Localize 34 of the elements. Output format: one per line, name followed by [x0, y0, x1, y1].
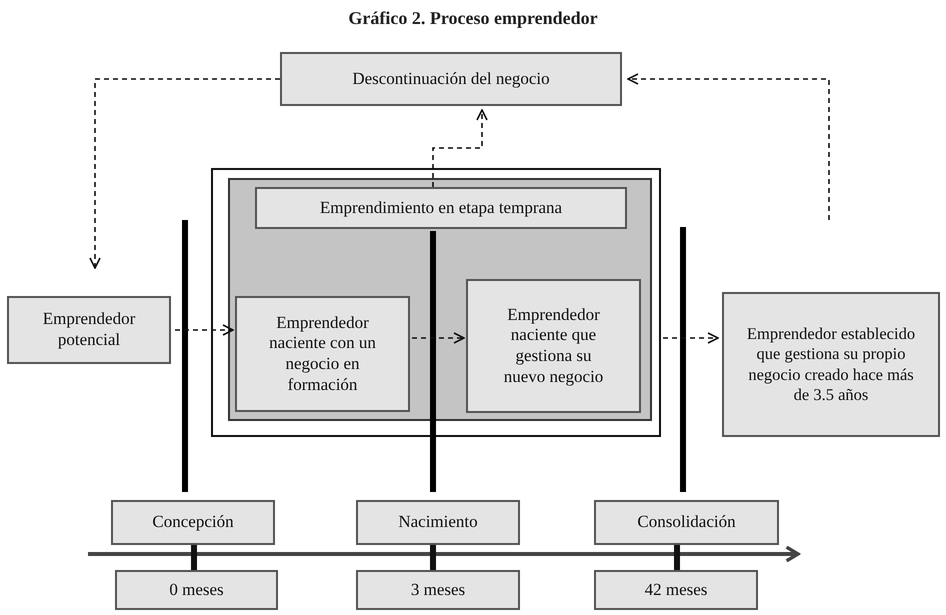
process-box [111, 500, 275, 545]
process-box [594, 570, 758, 610]
process-box [594, 500, 779, 545]
box-label: Concepción [151, 512, 235, 533]
diagram-title: Gráfico 2. Proceso emprendedor [347, 8, 599, 29]
arrow [89, 78, 280, 269]
box-label: Emprendedor potencial [42, 309, 136, 351]
arrow [432, 109, 488, 187]
arrow [627, 73, 830, 220]
process-box [255, 187, 627, 229]
box-label: Emprendedor naciente con un negocio en formación [268, 312, 377, 396]
process-box [115, 570, 278, 610]
process-box [7, 296, 171, 364]
box-label: Emprendimiento en etapa temprana [318, 198, 564, 218]
process-box [356, 500, 520, 545]
box-label: Emprendedor naciente que gestiona su nuevo negocio [502, 304, 604, 388]
box-label: Nacimiento [397, 512, 479, 533]
process-box [280, 52, 622, 106]
box-label: Descontinuación del negocio [351, 68, 551, 90]
arrow [412, 332, 465, 344]
arrow [175, 324, 234, 336]
connector-line [674, 545, 680, 570]
process-box [235, 296, 410, 412]
box-label: Emprendedor establecido que gestiona su propio negocio creado hace más de 3.5 años [746, 324, 916, 405]
box-label: 42 meses [644, 580, 708, 600]
process-box [356, 570, 520, 610]
box-label: 0 meses [168, 580, 225, 600]
box-label: Consolidación [636, 512, 737, 533]
connector-line [191, 545, 197, 570]
connector-line [430, 545, 436, 570]
process-box [466, 279, 641, 413]
box-label: 3 meses [410, 580, 466, 600]
process-box [722, 292, 940, 437]
arrow [663, 332, 719, 344]
